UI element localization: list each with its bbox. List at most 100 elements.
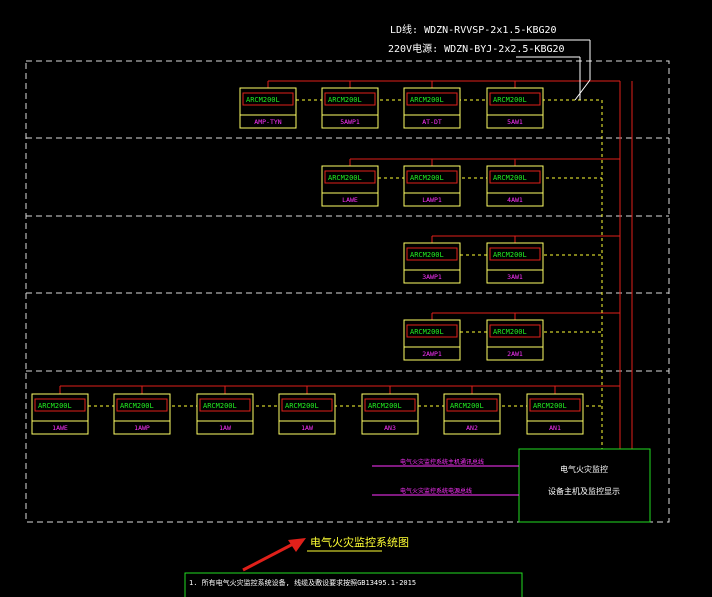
module-model-frame <box>199 398 251 412</box>
module-model-frame <box>489 324 541 338</box>
monitor-module: ARCM200L 3AWP1 <box>403 242 461 284</box>
power-bus-label: 电气火灾监控系统电源总线 <box>400 487 472 495</box>
monitor-module: ARCM200L 2AW1 <box>486 319 544 361</box>
module-box <box>403 165 461 207</box>
monitor-module: ARCM200L 1AW <box>278 393 336 435</box>
module-model-frame <box>406 170 458 184</box>
module-label: LAWP1 <box>422 196 442 204</box>
module-label: AN1 <box>549 424 561 432</box>
module-box <box>239 87 297 129</box>
module-model: ARCM200L <box>493 328 527 336</box>
monitor-module: ARCM200L 5AWP1 <box>321 87 379 129</box>
module-model-frame <box>281 398 333 412</box>
host-box <box>518 448 651 523</box>
wiring <box>59 39 633 449</box>
module-box <box>31 393 89 435</box>
module-model: ARCM200L <box>410 328 444 336</box>
module-model-frame <box>324 92 376 106</box>
module-label: 5AW1 <box>507 118 523 126</box>
module-model-frame <box>34 398 86 412</box>
module-model: ARCM200L <box>410 251 444 259</box>
module-box <box>486 165 544 207</box>
module-model: ARCM200L <box>410 96 444 104</box>
module-model-frame <box>529 398 581 412</box>
module-box <box>403 319 461 361</box>
module-model: ARCM200L <box>493 251 527 259</box>
module-model-frame <box>446 398 498 412</box>
note-text: 1. 所有电气火灾监控系统设备, 线缆及敷设要求按照GB13495.1-2015 <box>189 578 416 587</box>
monitor-module: ARCM200L AN2 <box>443 393 501 435</box>
monitor-module: ARCM200L 4AW1 <box>486 165 544 207</box>
module-label: 5AWP1 <box>340 118 360 126</box>
module-label: AN3 <box>384 424 396 432</box>
module-model-frame <box>489 170 541 184</box>
module-box <box>403 87 461 129</box>
monitor-module: ARCM200L AN1 <box>526 393 584 435</box>
ld-line-label: LD线: WDZN-RVVSP-2x1.5-KBG20 <box>390 23 557 36</box>
power-line-label: 220V电源: WDZN-BYJ-2x2.5-KBG20 <box>388 42 565 55</box>
module-label: 1AWE <box>52 424 68 432</box>
module-label: AMP-TYN <box>254 118 281 126</box>
module-model: ARCM200L <box>450 402 484 410</box>
module-label: AN2 <box>466 424 478 432</box>
comm-bus-label: 电气火灾监控系统主机通讯总线 <box>400 458 484 466</box>
red-arrow <box>242 538 306 572</box>
module-label: 2AWP1 <box>422 350 442 358</box>
host-label-1: 电气火灾监控 <box>560 464 608 474</box>
monitor-module: ARCM200L LAWE <box>321 165 379 207</box>
module-model-frame <box>489 247 541 261</box>
module-model: ARCM200L <box>328 174 362 182</box>
monitor-module: ARCM200L AN3 <box>361 393 419 435</box>
monitor-module: ARCM200L 1AW <box>196 393 254 435</box>
module-label: 4AW1 <box>507 196 523 204</box>
module-box <box>443 393 501 435</box>
module-model: ARCM200L <box>533 402 567 410</box>
module-box <box>321 87 379 129</box>
module-label: 3AWP1 <box>422 273 442 281</box>
monitor-module: ARCM200L LAWP1 <box>403 165 461 207</box>
module-model-frame <box>406 92 458 106</box>
module-label: 2AW1 <box>507 350 523 358</box>
module-label: 1AW <box>301 424 313 432</box>
module-model: ARCM200L <box>493 96 527 104</box>
module-model: ARCM200L <box>285 402 319 410</box>
monitor-module: ARCM200L 5AW1 <box>486 87 544 129</box>
module-label: 3AW1 <box>507 273 523 281</box>
module-box <box>486 87 544 129</box>
module-model: ARCM200L <box>120 402 154 410</box>
module-model: ARCM200L <box>410 174 444 182</box>
module-box <box>526 393 584 435</box>
module-box <box>486 319 544 361</box>
module-model-frame <box>242 92 294 106</box>
module-model-frame <box>489 92 541 106</box>
module-model: ARCM200L <box>368 402 402 410</box>
modules: ARCM200LAMP-TYNARCM200L5AWP1ARCM200LAT-D… <box>31 87 584 435</box>
module-box <box>403 242 461 284</box>
module-box <box>321 165 379 207</box>
module-model: ARCM200L <box>493 174 527 182</box>
module-label: AT-DT <box>422 118 442 126</box>
diagram-title: 电气火灾监控系统图 <box>310 535 409 549</box>
monitor-module: ARCM200L 3AW1 <box>486 242 544 284</box>
incoming-join <box>574 79 591 101</box>
monitor-module: ARCM200L AMP-TYN <box>239 87 297 129</box>
module-model: ARCM200L <box>328 96 362 104</box>
module-model: ARCM200L <box>246 96 280 104</box>
monitor-module: ARCM200L AT-DT <box>403 87 461 129</box>
module-label: 1AW <box>219 424 231 432</box>
outer-frame <box>25 60 670 523</box>
module-box <box>361 393 419 435</box>
module-model-frame <box>406 247 458 261</box>
module-model-frame <box>364 398 416 412</box>
module-model: ARCM200L <box>203 402 237 410</box>
module-box <box>113 393 171 435</box>
module-model-frame <box>406 324 458 338</box>
module-label: LAWE <box>342 196 358 204</box>
module-model-frame <box>324 170 376 184</box>
module-model-frame <box>116 398 168 412</box>
floor-frames <box>25 60 670 523</box>
monitor-module: ARCM200L 2AWP1 <box>403 319 461 361</box>
